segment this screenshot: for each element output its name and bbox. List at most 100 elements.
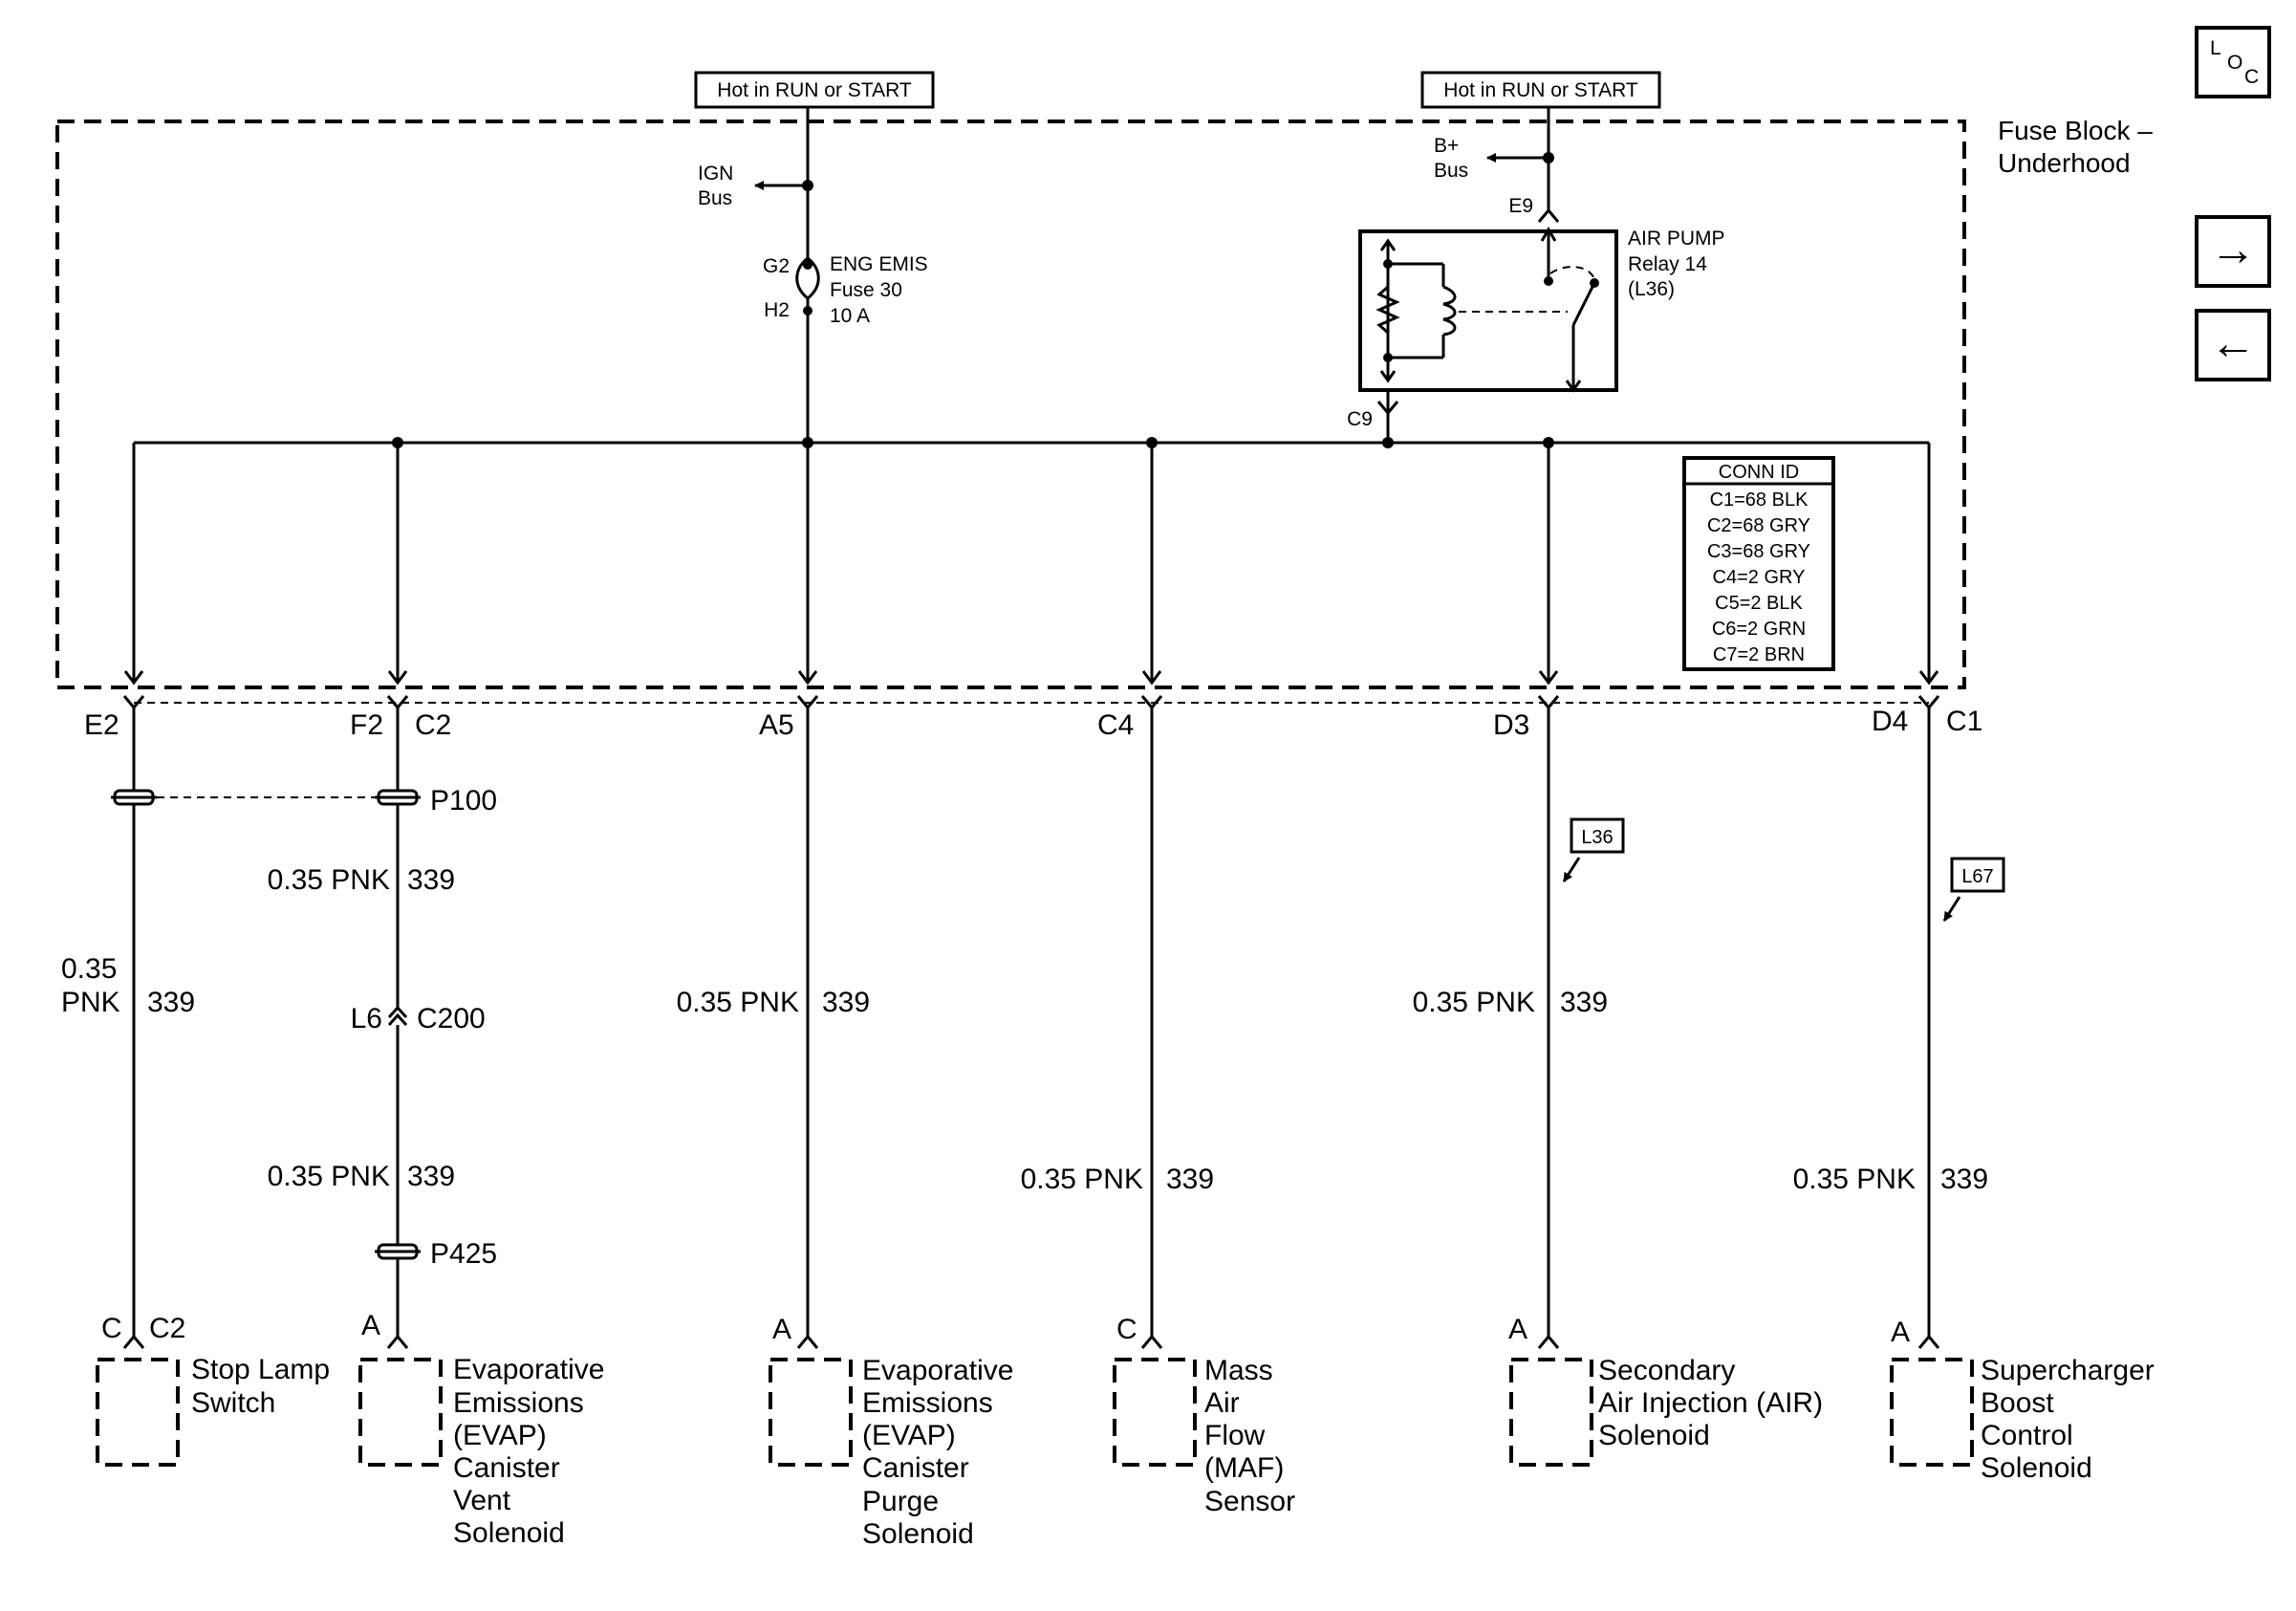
bplus-feed [1486, 107, 1560, 223]
component-pin: A [772, 1314, 791, 1345]
air-pump-relay [1358, 227, 1618, 393]
conn-id-row: C1=68 BLK [1710, 490, 1809, 511]
component-maf-sensor [1113, 1358, 1197, 1467]
conn-id-row: C6=2 GRN [1712, 619, 1806, 640]
wire1-color: PNK [61, 987, 120, 1018]
option-flag-l36 [1562, 817, 1625, 882]
component-label: Air Injection (AIR) [1598, 1387, 1823, 1419]
wire5-circuit: 339 [1560, 987, 1608, 1018]
component-label: Control [1981, 1420, 2073, 1451]
component-label: Sensor [1204, 1486, 1295, 1517]
splice-p100 [111, 789, 421, 806]
inline-connector-name: C200 [417, 1003, 486, 1034]
fuse-pin-bottom: H2 [764, 299, 790, 321]
component-connector: C2 [149, 1313, 185, 1344]
wire2b-spec: 0.35 PNK [268, 1161, 390, 1192]
fuse-block-boundary [55, 120, 1966, 689]
option-flag-l67-text: L67 [1961, 866, 1993, 887]
component-pin: A [361, 1310, 380, 1341]
component-connectors [122, 1334, 1940, 1349]
ign-bus-label-2: Bus [698, 187, 732, 209]
component-label: Air [1204, 1387, 1240, 1419]
terminal-c1: C1 [1946, 706, 1982, 737]
component-label: Flow [1204, 1420, 1266, 1451]
terminal-d3: D3 [1493, 709, 1529, 741]
hot-label-left: Hot in RUN or START [694, 71, 935, 109]
splice-p100-label: P100 [430, 785, 497, 816]
component-label: Boost [1981, 1387, 2054, 1419]
conn-id-row: C7=2 BRN [1713, 644, 1805, 665]
harness-wires [122, 695, 1940, 1337]
component-label: Switch [191, 1387, 275, 1419]
wire1-size: 0.35 [61, 953, 117, 985]
component-boost-solenoid [1890, 1358, 1974, 1467]
terminal-c4: C4 [1097, 709, 1134, 741]
wire6-spec: 0.35 PNK [1793, 1164, 1916, 1195]
splice-p425-label: P425 [430, 1238, 497, 1270]
component-evap-vent-solenoid [358, 1358, 443, 1467]
component-label: Mass [1204, 1355, 1273, 1386]
inline-connector-pin: L6 [351, 1003, 382, 1034]
fuse-block-title: Fuse Block – [1998, 116, 2153, 145]
component-label: (MAF) [1204, 1452, 1284, 1484]
terminal-d4: D4 [1872, 706, 1908, 737]
ign-bus-label: IGN [698, 163, 733, 185]
fuse-rating: 10 A [830, 305, 870, 327]
terminal-e2: E2 [84, 709, 119, 741]
hot-label-right: Hot in RUN or START [1420, 71, 1661, 109]
terminal-c2: C2 [415, 709, 451, 741]
component-label: Purge [862, 1486, 939, 1517]
conn-id-row: C5=2 BLK [1715, 593, 1803, 614]
wire1-circuit: 339 [147, 987, 195, 1018]
component-label: Emissions [453, 1387, 584, 1419]
component-evap-purge-solenoid [769, 1358, 853, 1467]
arrow-right-icon: → [2210, 225, 2256, 275]
loc-button[interactable]: L O C [2195, 26, 2271, 98]
component-label: (EVAP) [453, 1420, 547, 1451]
splice-p425 [375, 1243, 421, 1260]
component-label: Evaporative [453, 1354, 604, 1385]
component-label: Canister [862, 1452, 969, 1484]
component-label: (EVAP) [862, 1420, 956, 1451]
wire4-spec: 0.35 PNK [1021, 1164, 1143, 1195]
hot-label-left-text: Hot in RUN or START [717, 79, 912, 101]
loc-letter-o: O [2227, 52, 2242, 74]
conn-id-table [1682, 456, 1835, 671]
option-flag-l67 [1942, 857, 2005, 922]
wire3-circuit: 339 [822, 987, 870, 1018]
conn-id-row: C4=2 GRY [1713, 567, 1806, 588]
relay-pin-top: E9 [1508, 195, 1533, 217]
relay-number: Relay 14 [1628, 253, 1707, 275]
component-label: Solenoid [1598, 1420, 1710, 1451]
component-pin: C [101, 1313, 122, 1344]
ign-feed [754, 107, 820, 443]
wire2a-circuit: 339 [407, 864, 455, 896]
wire3-spec: 0.35 PNK [677, 987, 799, 1018]
wire4-circuit: 339 [1166, 1164, 1214, 1195]
component-label: Stop Lamp [191, 1354, 330, 1385]
component-label: Canister [453, 1452, 560, 1484]
prev-button[interactable]: ← [2195, 309, 2271, 381]
conn-id-row: C2=68 GRY [1707, 515, 1810, 536]
bplus-bus-label-2: Bus [1434, 160, 1468, 182]
option-flag-l36-text: L36 [1581, 827, 1613, 848]
wire6-circuit: 339 [1940, 1164, 1988, 1195]
relay-name: AIR PUMP [1628, 228, 1725, 250]
fuse-pin-top: G2 [763, 255, 790, 277]
fuse-block-title-2: Underhood [1998, 148, 2131, 178]
component-pin: C [1116, 1314, 1137, 1345]
next-button[interactable]: → [2195, 215, 2271, 288]
component-label: Solenoid [862, 1518, 974, 1550]
fuse-number: Fuse 30 [830, 279, 902, 301]
relay-option: (L36) [1628, 278, 1675, 300]
wire5-spec: 0.35 PNK [1413, 987, 1535, 1018]
relay-output [1376, 390, 1399, 443]
terminal-f2: F2 [350, 709, 383, 741]
component-stop-lamp-switch [96, 1358, 180, 1467]
relay-pin-bottom: C9 [1347, 408, 1373, 430]
wire2b-circuit: 339 [407, 1161, 455, 1192]
component-label: Solenoid [453, 1517, 565, 1549]
component-label: Solenoid [1981, 1452, 2092, 1484]
bus-drops [123, 443, 1939, 686]
